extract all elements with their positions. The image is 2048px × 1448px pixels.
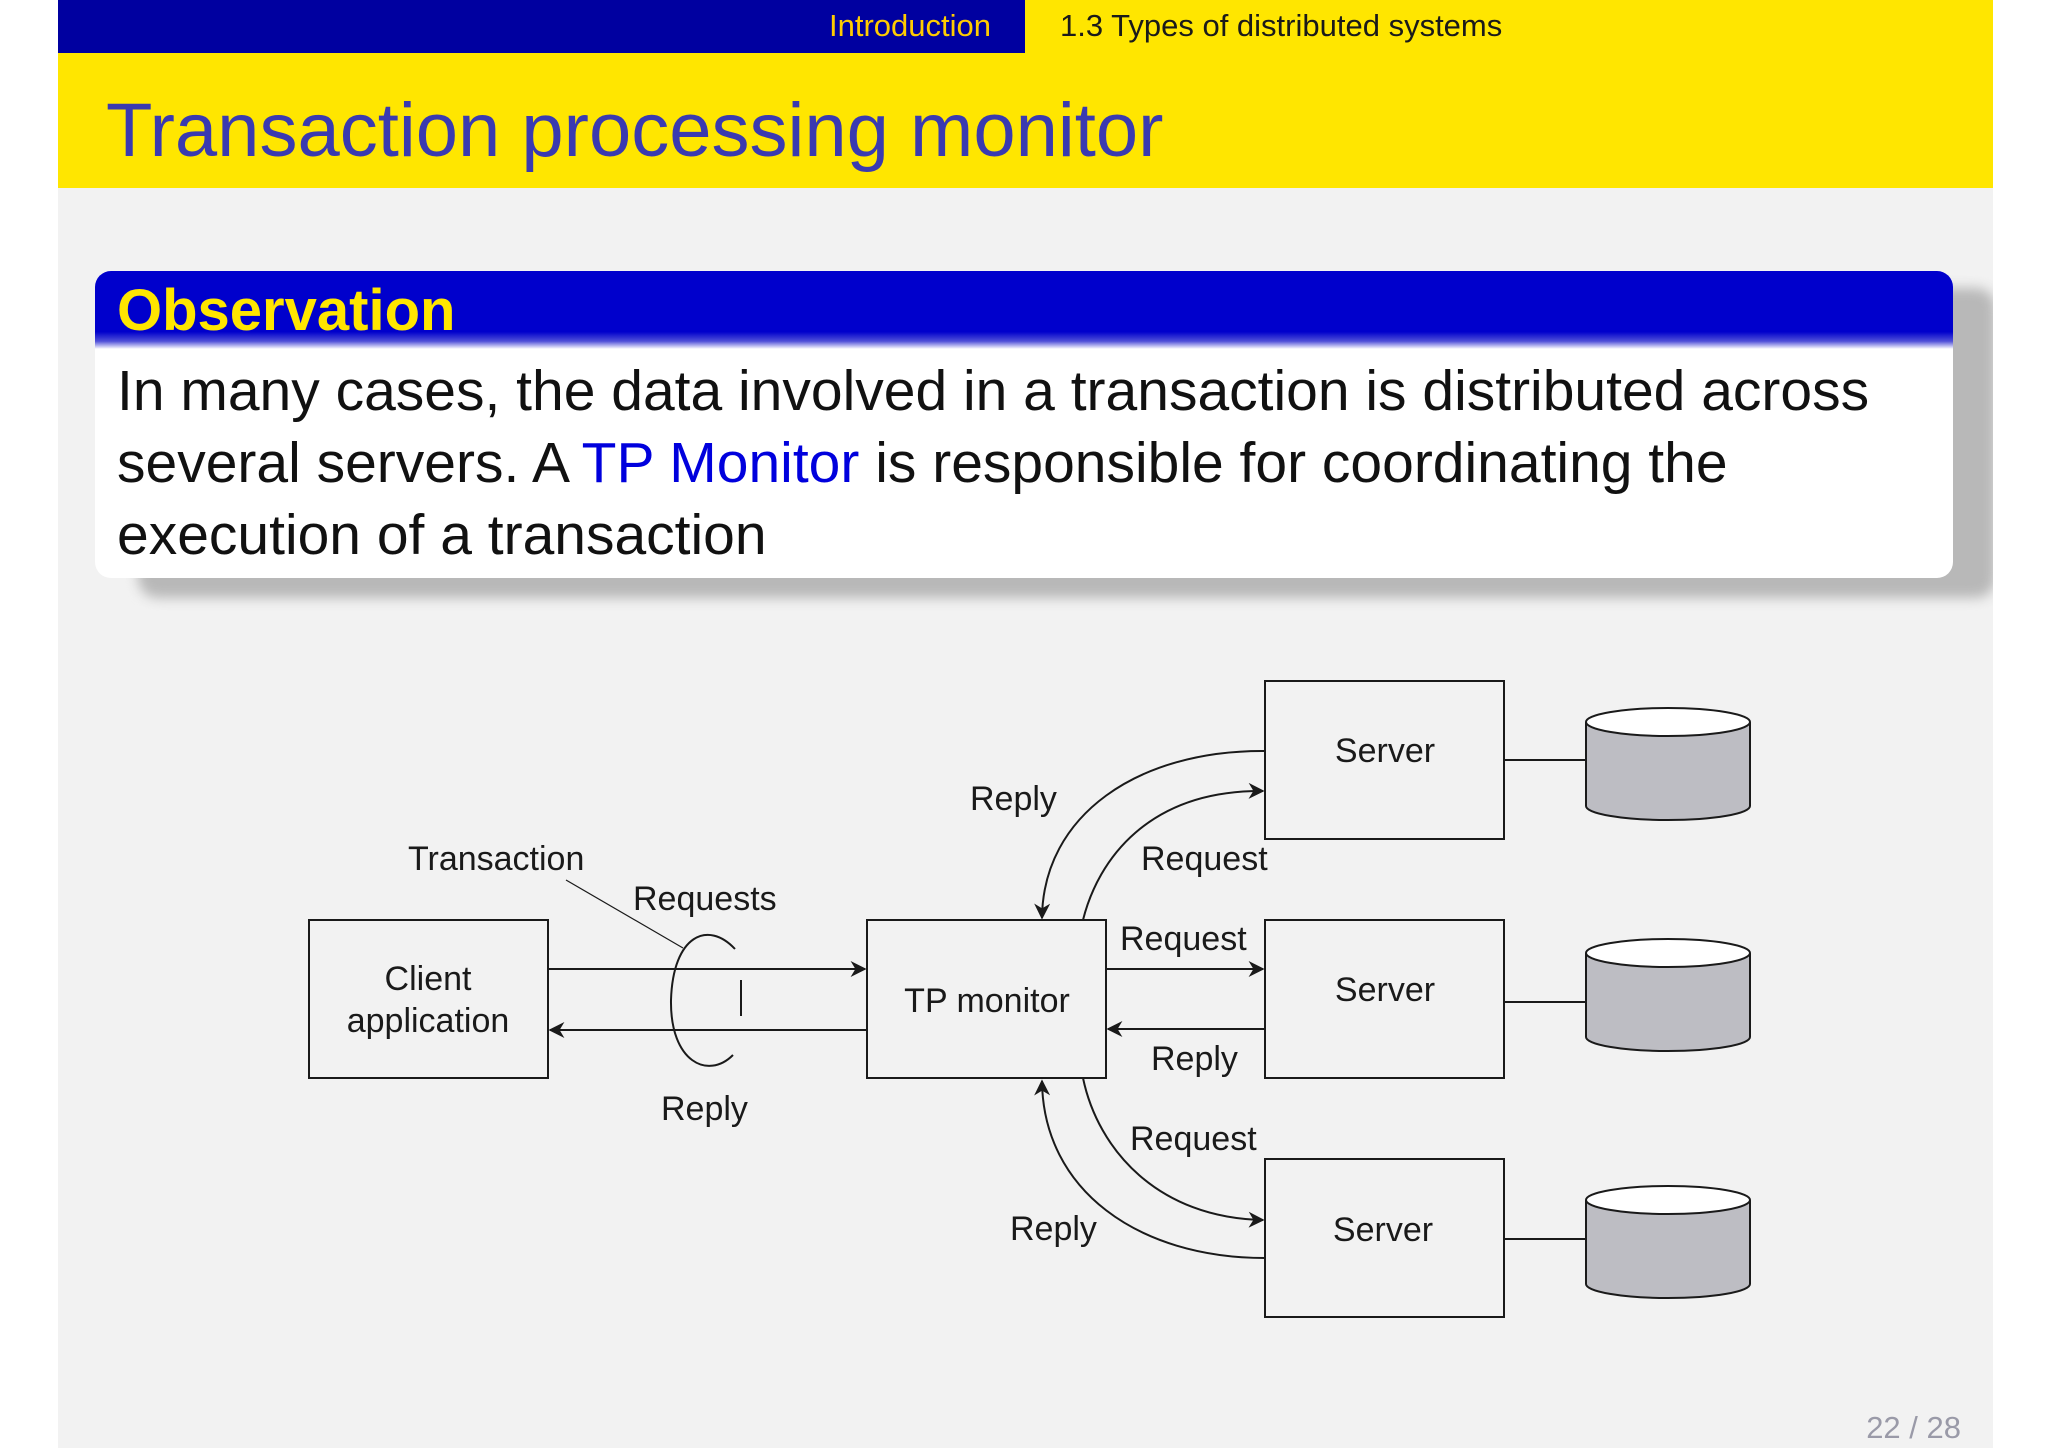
bottom-reply-label: Reply [1010,1210,1097,1248]
nav-section-area: Introduction [58,0,1025,53]
database-icon [1585,707,1751,821]
block-text-start: In many cases, the data involved in a tr… [117,359,1870,495]
block-header: Observation [95,271,1953,349]
client-box [308,919,549,1079]
requests-label: Requests [633,880,777,918]
client-label-line2: application [347,1002,510,1040]
observation-block: Observation In many cases, the data invo… [95,271,1953,578]
middle-request-label: Request [1120,920,1247,958]
top-reply-label: Reply [970,780,1057,818]
tp-monitor-box [866,919,1107,1079]
bottom-request-label: Request [1130,1120,1257,1158]
tp-monitor-label: TP monitor [904,982,1070,1020]
nav-subsection-link[interactable]: 1.3 Types of distributed systems [1060,8,1503,43]
tp-monitor-diagram: Client application TP monitor Server Ser… [308,680,1751,1318]
top-request-arrow [1082,782,1265,921]
top-request-label: Request [1141,840,1268,878]
client-reply-label: Reply [661,1090,748,1128]
page-title: Transaction processing monitor [106,88,1164,173]
block-text-end: is responsible for coordinating the exec… [117,431,1728,567]
transaction-label: Transaction [408,840,584,878]
server-label-middle: Server [1335,971,1435,1009]
block-text: In many cases, the data involved in a tr… [117,355,1947,571]
page-number: 22 / 28 [1866,1410,1961,1445]
transaction-loop [669,933,736,1067]
database-icon [1585,938,1751,1052]
client-label-line1: Client [385,960,472,998]
server-label-top: Server [1335,732,1435,770]
middle-reply-label: Reply [1151,1040,1238,1078]
tp-monitor-term: TP Monitor [581,431,860,495]
server-label-bottom: Server [1333,1211,1433,1249]
nav-bar: Introduction 1.3 Types of distributed sy… [58,0,1993,53]
bottom-reply-arrow [1034,1079,1266,1259]
server-box-middle [1264,919,1505,1079]
transaction-pointer [565,879,684,949]
nav-section-link[interactable]: Introduction [829,8,991,43]
title-bar: Transaction processing monitor [58,53,1993,188]
database-icon [1585,1185,1751,1299]
block-title: Observation [117,278,456,343]
bottom-request-arrow [1082,1077,1265,1228]
slide: Introduction 1.3 Types of distributed sy… [58,0,1993,1448]
top-reply-arrow [1034,749,1266,920]
